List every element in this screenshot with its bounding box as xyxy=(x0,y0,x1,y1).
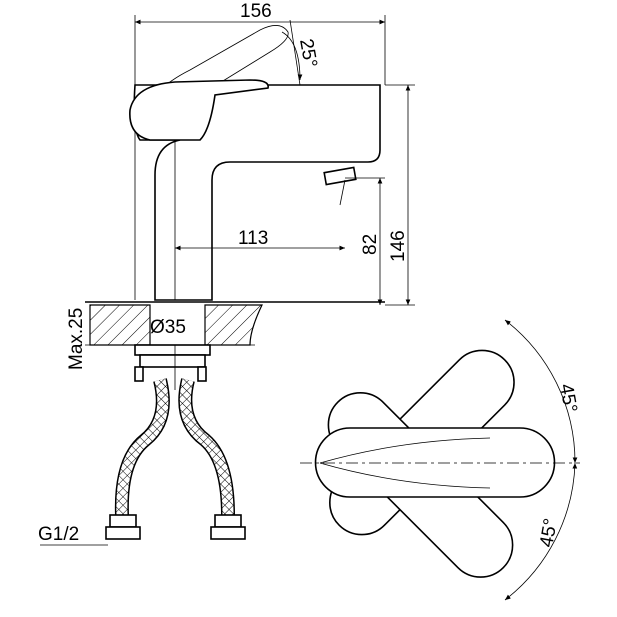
faucet-side-view xyxy=(129,25,381,301)
countertop-section: Max.25 Ø35 xyxy=(66,301,385,370)
dim-label-max25: Max.25 xyxy=(66,308,87,370)
faucet-top-view: 45° 45° xyxy=(300,319,581,601)
dim-label-45-up: 45° xyxy=(555,382,581,414)
dimension-82: 82 xyxy=(345,177,385,305)
dim-label-45-down: 45° xyxy=(536,517,562,549)
dim-label-156: 156 xyxy=(240,1,272,22)
dim-label-g12: G1/2 xyxy=(38,524,79,545)
dim-label-diameter: Ø35 xyxy=(150,317,186,338)
dimension-156: 156 xyxy=(134,1,386,300)
dim-label-113: 113 xyxy=(238,228,268,249)
mounting-and-hoses: G1/2 xyxy=(38,344,246,546)
dim-label-82: 82 xyxy=(360,234,381,255)
dimension-146: 146 xyxy=(385,84,415,306)
dim-label-146: 146 xyxy=(388,230,409,262)
dim-label-25deg: 25° xyxy=(295,37,321,69)
dimension-lever-angle: 25° xyxy=(281,19,321,86)
dimension-113: 113 xyxy=(175,228,345,251)
